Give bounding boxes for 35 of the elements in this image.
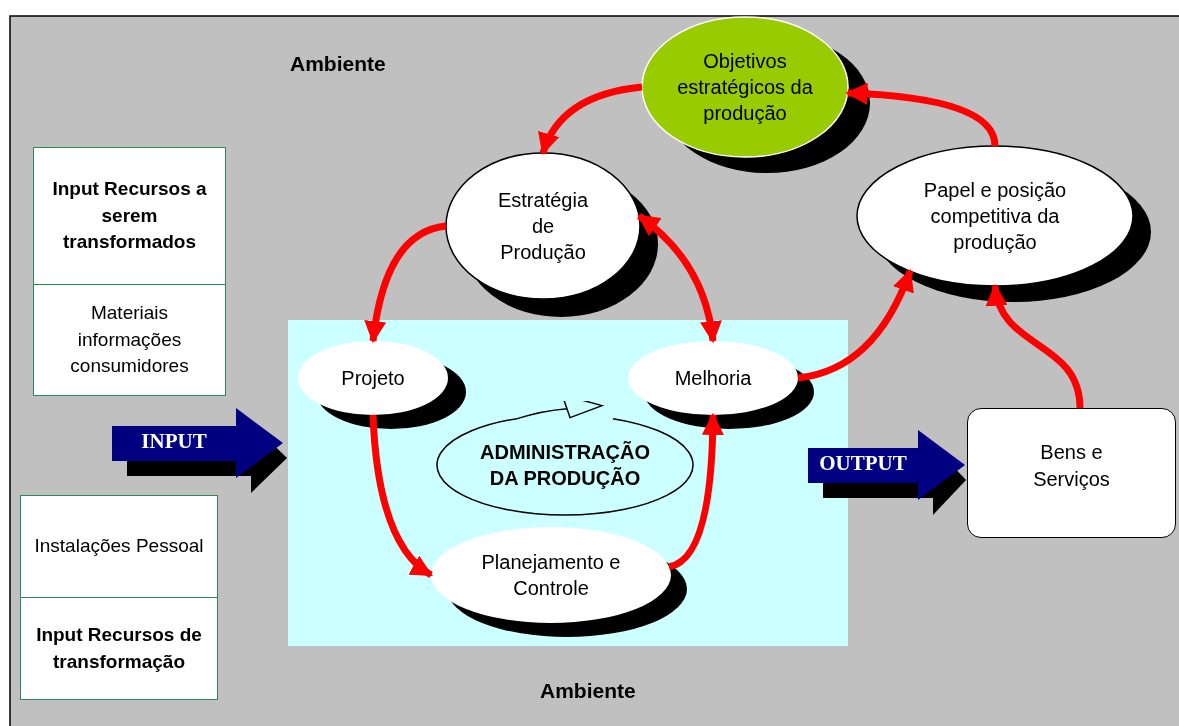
heading-text: Input Recursos de transformação	[35, 622, 203, 674]
list-text: Instalações Pessoal	[33, 534, 205, 559]
cycle-ellipse	[435, 401, 695, 517]
arrow-label: OUTPUT	[818, 451, 908, 476]
arrow	[369, 414, 433, 578]
strategy-ellipse	[444, 151, 660, 319]
input-box	[20, 495, 218, 700]
node-label: Melhoria	[673, 366, 753, 391]
node-label: Projeto	[340, 366, 406, 391]
arrow-label: INPUT	[140, 429, 208, 454]
node-label: Papel e posição competitiva da produção	[922, 178, 1068, 255]
environment-label: Ambiente	[540, 679, 636, 703]
arrow	[636, 213, 722, 344]
arrow	[987, 283, 1084, 409]
node-label: Planejamento e Controle	[480, 550, 622, 601]
process-ellipse	[626, 339, 816, 431]
block-arrow	[112, 408, 287, 493]
goal-ellipse	[640, 15, 872, 175]
arrow	[797, 269, 914, 382]
process-ellipse	[429, 525, 689, 639]
arrow	[539, 83, 643, 156]
input-box	[33, 147, 226, 396]
arrow	[364, 222, 447, 344]
output-box	[967, 408, 1176, 538]
environment-label: Ambiente	[290, 52, 386, 76]
node-label: Estratégia de Produção	[496, 188, 590, 265]
node-label: Objetivos estratégicos da produção	[676, 49, 814, 126]
heading-text: Input Recursos a serem transformados	[51, 177, 208, 255]
process-ellipse	[296, 339, 468, 431]
node-label: Bens e Serviços	[1032, 440, 1111, 492]
arrow	[668, 412, 724, 570]
list-text: Materiais informações consumidores	[69, 301, 190, 379]
role-ellipse	[855, 144, 1153, 304]
node-label: ADMINISTRAÇÃO DA PRODUÇÃO	[479, 440, 651, 491]
block-arrow	[808, 430, 966, 515]
